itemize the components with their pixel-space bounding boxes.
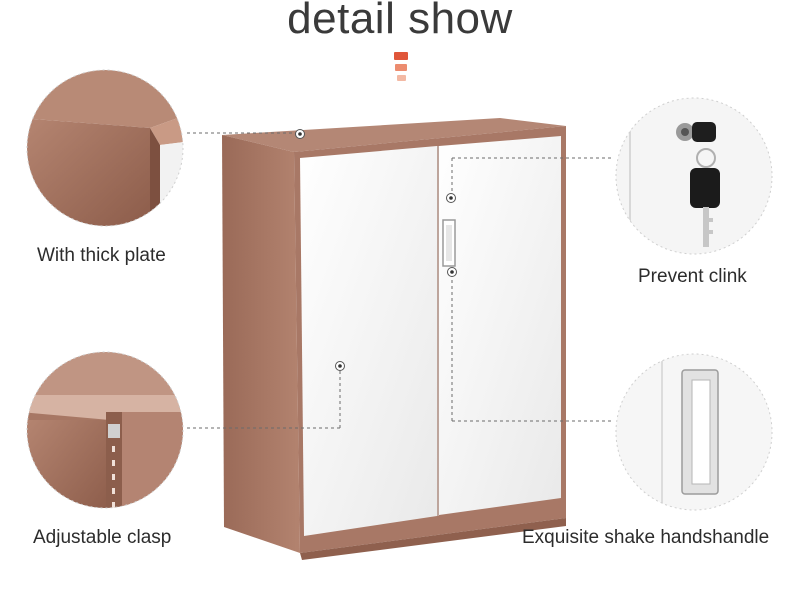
cabinet-top bbox=[222, 118, 566, 152]
leader-lines bbox=[187, 132, 614, 429]
right-door bbox=[439, 136, 561, 515]
page-title: detail show bbox=[287, 0, 513, 43]
marker-dots bbox=[295, 129, 457, 371]
caption-handle: Exquisite shake handshandle bbox=[522, 527, 770, 548]
detail-prevent-clink bbox=[615, 97, 773, 255]
caption-prevent-clink: Prevent clink bbox=[638, 266, 747, 287]
detail-thick-plate bbox=[26, 69, 184, 227]
left-door bbox=[300, 146, 437, 536]
key-icon bbox=[690, 168, 720, 208]
dot-1 bbox=[394, 52, 408, 60]
caption-adjustable-clasp: Adjustable clasp bbox=[33, 527, 172, 548]
dot-3 bbox=[396, 75, 406, 81]
dot-2 bbox=[395, 64, 407, 71]
cabinet-side bbox=[222, 135, 300, 553]
cabinet bbox=[222, 118, 566, 560]
detail-adjustable-clasp bbox=[26, 351, 184, 509]
detail-handle bbox=[615, 353, 773, 511]
caption-thick-plate: With thick plate bbox=[37, 245, 166, 266]
decorative-dots bbox=[393, 52, 409, 85]
